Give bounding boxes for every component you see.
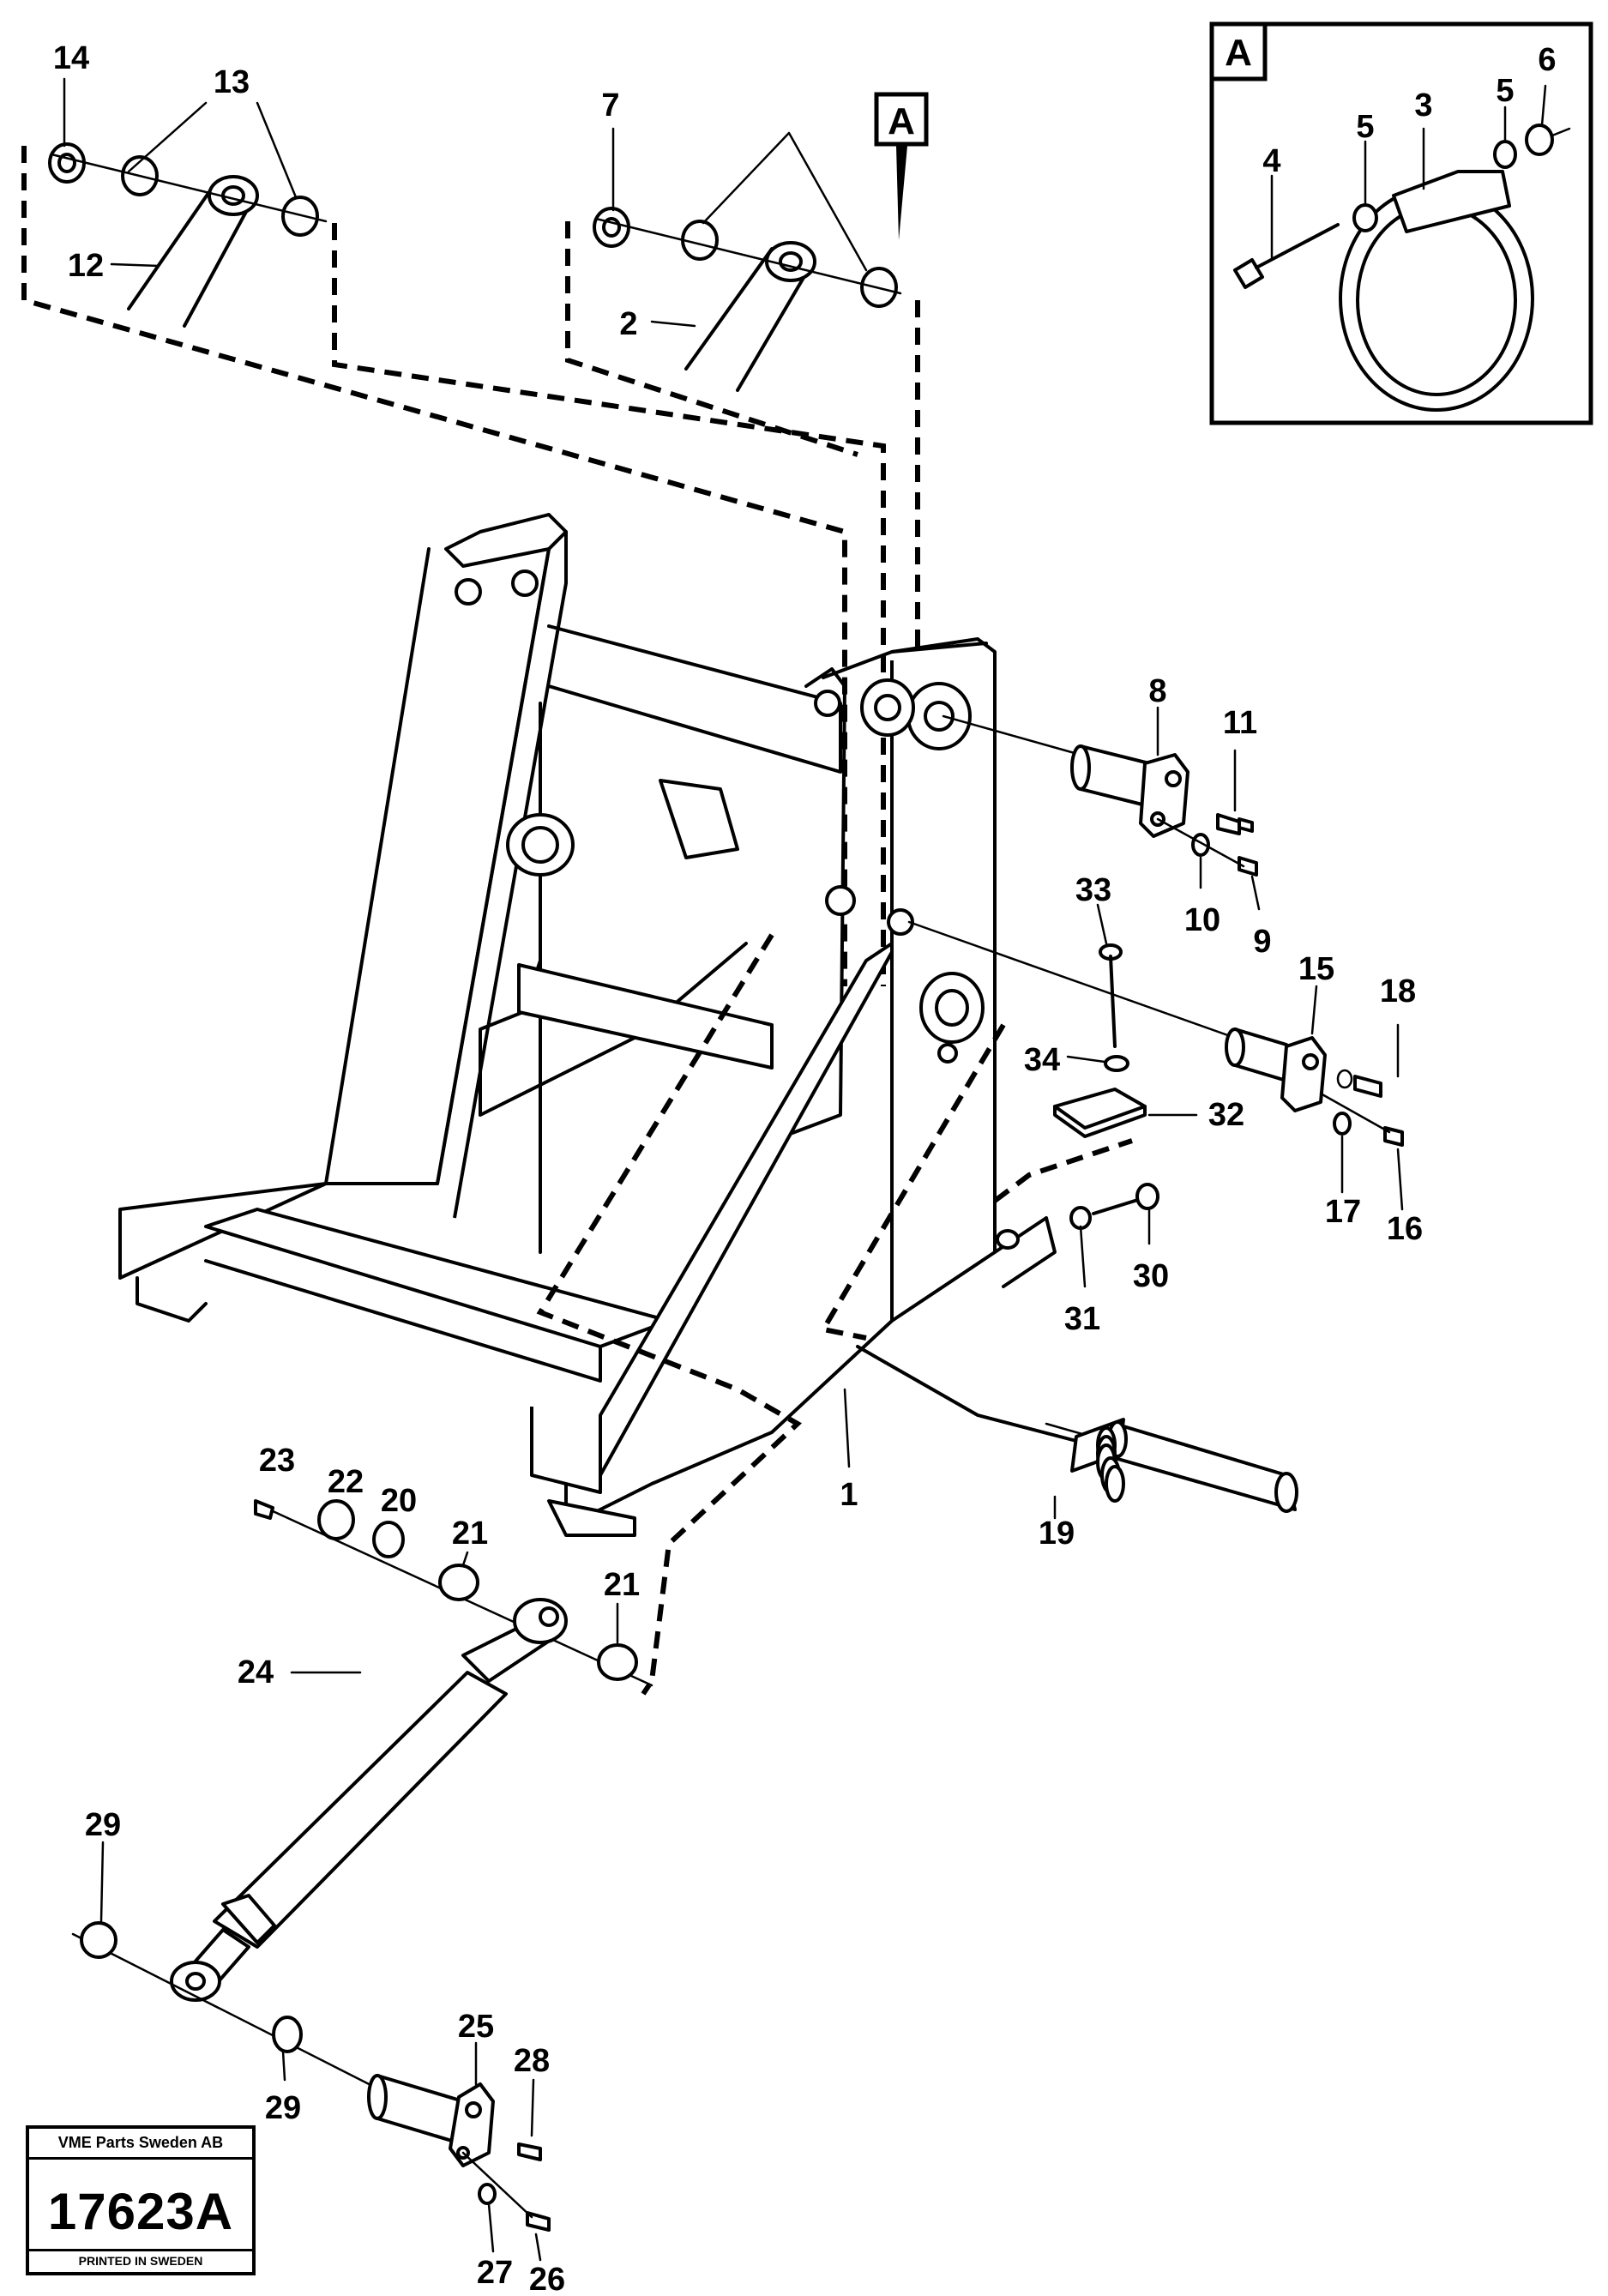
- main-frame: [118, 513, 1133, 1696]
- callout-21b: 21: [604, 1567, 640, 1603]
- callout-28: 28: [514, 2043, 550, 2079]
- drawing-number: 17623A: [47, 2183, 234, 2240]
- pin-15-assembly: [907, 920, 1404, 1211]
- link-arm-2: [565, 207, 920, 669]
- callout-7: 7: [601, 87, 619, 124]
- callout-labels: 14 13 12 7 2 4 5 3 5 6 8 11 10 9 33 15 1…: [53, 40, 1557, 2296]
- callout-10: 10: [1184, 902, 1220, 938]
- callout-13: 13: [214, 64, 250, 100]
- callout-16: 16: [1387, 1211, 1423, 1247]
- callout-4: 4: [1262, 143, 1280, 179]
- pin-25-assembly: [367, 2041, 551, 2262]
- callout-27: 27: [477, 2255, 513, 2291]
- callout-26: 26: [529, 2262, 565, 2296]
- callout-23: 23: [259, 1443, 295, 1479]
- callout-11: 11: [1223, 705, 1257, 741]
- callout-34: 34: [1024, 1042, 1060, 1078]
- leader-lines: [63, 77, 1057, 2082]
- bolt-33-plate-32: [1053, 903, 1198, 1288]
- printed-note: PRINTED IN SWEDEN: [29, 2249, 252, 2272]
- detail-a-label: A: [1225, 32, 1252, 74]
- cylinder-24-assembly: [71, 1499, 653, 2094]
- callout-18: 18: [1380, 973, 1416, 1009]
- callout-20: 20: [381, 1483, 417, 1519]
- callout-14: 14: [53, 40, 89, 76]
- callout-19: 19: [1039, 1516, 1075, 1552]
- detail-a-pointer-label: A: [888, 100, 915, 142]
- callout-32: 32: [1208, 1097, 1244, 1133]
- callout-24: 24: [238, 1654, 274, 1690]
- callout-29a: 29: [85, 1807, 121, 1843]
- callout-29b: 29: [265, 2090, 301, 2126]
- pin-19: [1045, 1418, 1298, 1513]
- callout-2: 2: [619, 306, 637, 342]
- link-arm-12: [21, 142, 886, 986]
- callout-17: 17: [1325, 1194, 1361, 1230]
- callout-6: 6: [1538, 42, 1556, 78]
- drawing-title-block: VME Parts Sweden AB 17623A PRINTED IN SW…: [26, 2125, 256, 2275]
- callout-9: 9: [1253, 924, 1271, 960]
- callout-12: 12: [68, 248, 104, 284]
- callout-21a: 21: [452, 1516, 488, 1552]
- callout-8: 8: [1148, 673, 1166, 709]
- detail-a-pointer: A: [874, 92, 929, 240]
- callout-22: 22: [328, 1464, 364, 1500]
- callout-30: 30: [1133, 1258, 1169, 1294]
- callout-1: 1: [840, 1477, 858, 1513]
- callout-33: 33: [1075, 872, 1111, 908]
- pin-8-assembly: [942, 706, 1261, 911]
- callout-5a: 5: [1356, 109, 1374, 145]
- company-name: VME Parts Sweden AB: [29, 2134, 252, 2160]
- callout-25: 25: [458, 2009, 494, 2045]
- detail-a-panel: A: [1209, 21, 1593, 425]
- callout-5b: 5: [1496, 73, 1514, 109]
- callout-15: 15: [1298, 951, 1334, 987]
- callout-3: 3: [1414, 87, 1432, 124]
- callout-31: 31: [1064, 1301, 1100, 1337]
